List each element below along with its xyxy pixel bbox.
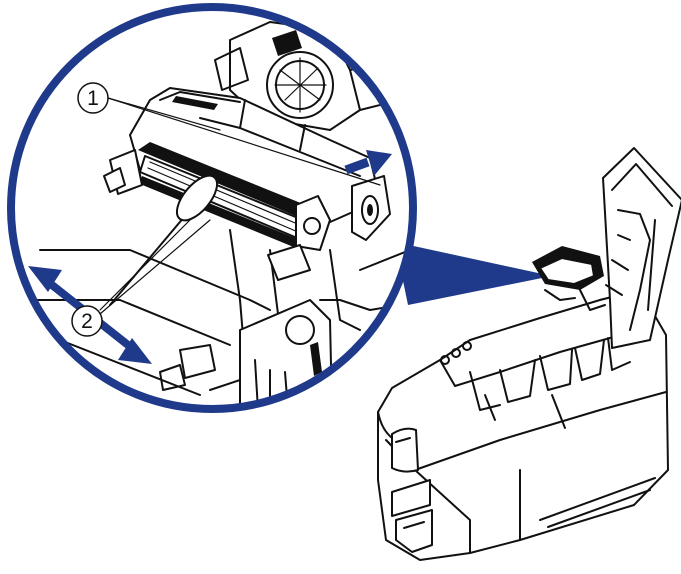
magnifier-connector (395, 242, 552, 305)
magnified-printhead-detail (29, 21, 411, 409)
card-printer (377, 147, 681, 561)
callout-2-number: 2 (81, 310, 93, 333)
callout-1: 1 (77, 82, 381, 186)
motion-arrow-right (344, 150, 392, 176)
cleaning-swab (109, 174, 219, 306)
magnifier-rim (7, 3, 417, 413)
callout-1-circle (77, 82, 109, 114)
callout-2: 2 (71, 217, 211, 337)
callout-1-number: 1 (87, 87, 99, 110)
callout-2-circle (71, 305, 103, 337)
